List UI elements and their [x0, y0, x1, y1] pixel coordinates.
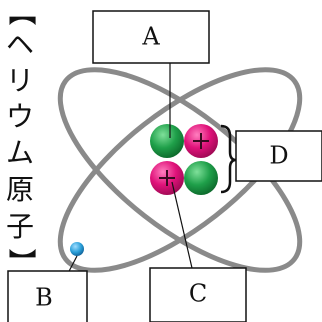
- title-char-2: リ: [6, 64, 34, 97]
- title-char-5: 原: [6, 173, 34, 206]
- title-bracket-open: 【: [5, 0, 38, 26]
- leader-line-c: [171, 181, 193, 269]
- plus-icon: [159, 170, 175, 186]
- label-c-text: C: [189, 280, 207, 308]
- neutron-top-left: [150, 124, 184, 158]
- label-a: A: [92, 10, 210, 64]
- label-d-text: D: [269, 142, 288, 170]
- label-a-text: A: [141, 23, 160, 51]
- plus-icon: [193, 133, 209, 149]
- title-char-1: ヘ: [6, 28, 34, 61]
- electron: [70, 242, 84, 256]
- title-char-4: ム: [6, 136, 34, 169]
- electron-orbit-2: [57, 67, 303, 273]
- label-b: B: [7, 270, 88, 322]
- label-d: D: [235, 130, 322, 182]
- title-vertical: 【 ヘ リ ウ ム 原 子 】: [5, 0, 38, 276]
- title-char-6: 子: [6, 210, 34, 243]
- nucleus: [150, 124, 218, 195]
- label-c: C: [149, 267, 247, 322]
- title-char-3: ウ: [6, 100, 34, 133]
- neutron-bottom-right: [184, 161, 218, 195]
- electron-orbit-1: [57, 67, 303, 273]
- label-b-text: B: [35, 284, 53, 312]
